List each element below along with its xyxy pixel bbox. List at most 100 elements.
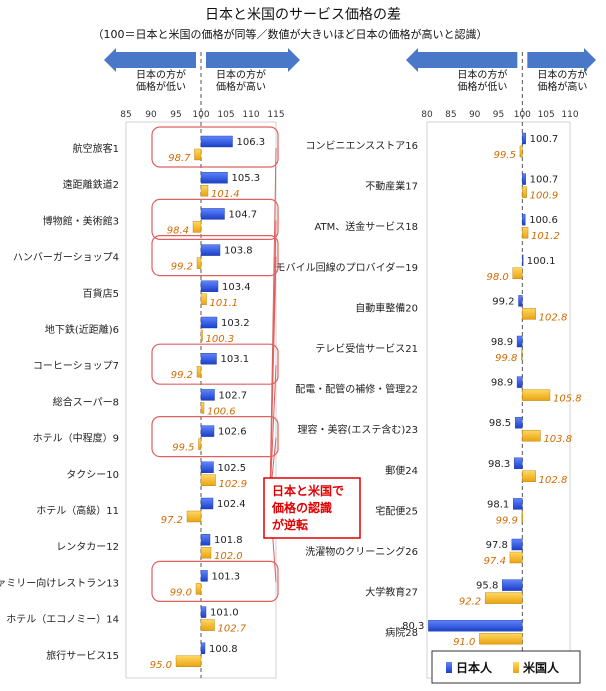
- highlight-box: [151, 343, 279, 385]
- bar-japan: [200, 497, 214, 510]
- bar-japan: [522, 254, 524, 267]
- highlight-box: [151, 235, 279, 277]
- right-arrow-label-line: 価格が高い: [216, 80, 266, 93]
- category-label: 旅行サービス15: [46, 649, 119, 662]
- bar-us: [200, 184, 209, 197]
- value-label-us: 102.8: [539, 312, 568, 323]
- x-tick-label: 95: [493, 110, 504, 120]
- category-label: 総合スーパー8: [53, 395, 119, 408]
- legend-label-us: 米国人: [523, 660, 560, 675]
- value-label-japan: 98.3: [488, 459, 510, 470]
- value-label-japan: 103.2: [221, 318, 250, 329]
- bar-us: [200, 474, 216, 486]
- category-label: 遠距離鉄道2: [63, 178, 119, 191]
- category-label: 洗濯物のクリーニング26: [305, 545, 418, 558]
- bar-japan: [200, 606, 207, 618]
- bar-us: [479, 633, 523, 645]
- bar-us: [521, 511, 523, 523]
- bar-japan: [200, 461, 214, 473]
- bar-japan: [516, 335, 523, 348]
- category-label: タクシー10: [66, 469, 119, 481]
- chart-subtitle: （100＝日本と米国の価格が同等／数値が大きいほど日本の価格が高いと認識）: [93, 27, 488, 41]
- category-label: 百貨店5: [83, 287, 119, 300]
- value-label-us: 99.9: [496, 515, 518, 526]
- bar-us: [196, 366, 202, 378]
- bar-us: [200, 547, 212, 559]
- value-label-japan: 100.7: [530, 175, 559, 186]
- category-label: テレビ受信サービス21: [315, 343, 418, 355]
- category-label: 配電・配管の補修・管理22: [295, 383, 418, 396]
- value-label-japan: 98.9: [491, 337, 513, 348]
- bar-us: [194, 148, 202, 161]
- value-label-japan: 98.5: [489, 418, 511, 429]
- category-label: 航空旅客1: [73, 142, 119, 155]
- highlight-box: [151, 126, 279, 168]
- category-label: 宅配便25: [375, 504, 418, 517]
- bar-japan: [522, 132, 526, 145]
- value-label-us: 92.2: [459, 597, 481, 608]
- category-label: コンビニエンスストア16: [305, 140, 418, 152]
- right-arrow: [206, 48, 300, 72]
- category-label: 博物館・美術館3: [43, 214, 119, 227]
- value-label-us: 100.3: [206, 334, 235, 345]
- bar-japan: [522, 173, 526, 185]
- value-label-us: 102.0: [214, 551, 243, 562]
- bar-japan: [200, 353, 217, 365]
- bar-us: [522, 389, 551, 401]
- value-label-us: 102.9: [219, 479, 248, 490]
- left-arrow-label: 日本の方が価格が低い: [136, 68, 186, 93]
- value-label-japan: 98.9: [491, 378, 513, 389]
- callout-box: [263, 477, 361, 539]
- bar-us: [519, 145, 523, 158]
- bar-us: [175, 655, 202, 667]
- bar-us: [196, 257, 202, 269]
- legend-box: [431, 650, 581, 684]
- bar-japan: [200, 642, 206, 654]
- callout-text: が逆転: [272, 517, 308, 532]
- category-label: 不動産業17: [365, 180, 418, 193]
- value-label-japan: 103.4: [222, 282, 251, 293]
- value-label-us: 102.8: [539, 475, 568, 486]
- category-label: 大学教育27: [365, 586, 418, 599]
- bar-japan: [200, 135, 233, 148]
- value-label-us: 101.4: [211, 189, 240, 200]
- bar-japan: [516, 376, 523, 388]
- value-label-us: 99.5: [172, 443, 194, 454]
- category-label: ファミリー向けレストラン13: [0, 576, 119, 589]
- legend-swatch-japan: [446, 662, 452, 673]
- bar-us: [512, 267, 523, 279]
- category-label: 地下鉄(近距離)6: [45, 323, 119, 336]
- bar-us: [522, 430, 541, 442]
- legend: 日本人米国人: [431, 650, 581, 684]
- value-label-us: 98.7: [168, 153, 191, 164]
- category-label: ハンバーガーショップ4: [13, 252, 119, 264]
- value-label-japan: 100.8: [209, 644, 238, 655]
- value-label-us: 100.6: [207, 406, 236, 417]
- category-label: モバイル回線のプロバイダー19: [276, 261, 418, 274]
- value-label-us: 99.5: [494, 150, 516, 161]
- right-arrow-label-line: 価格が高い: [537, 80, 587, 93]
- bar-japan: [200, 280, 219, 292]
- callout-connector: [269, 365, 277, 499]
- bar-us: [195, 583, 202, 595]
- bar-japan: [200, 316, 218, 329]
- highlight-box: [151, 560, 279, 603]
- value-label-us: 103.8: [543, 434, 572, 445]
- category-label: ATM、送金サービス18: [314, 220, 418, 233]
- right-arrow: [527, 48, 596, 72]
- x-tick-label: 105: [538, 110, 555, 120]
- x-tick-label: 95: [170, 110, 181, 120]
- value-label-us: 105.8: [553, 394, 582, 405]
- value-label-us: 101.1: [210, 298, 239, 309]
- value-label-japan: 100.7: [530, 134, 559, 145]
- x-tick-label: 105: [217, 110, 234, 120]
- bar-japan: [200, 389, 215, 401]
- bar-japan: [428, 620, 523, 632]
- left-arrow: [406, 48, 518, 72]
- left-arrow-label-line: 日本の方が: [457, 68, 507, 81]
- left-arrow: [104, 48, 196, 72]
- bar-us: [200, 293, 207, 305]
- category-label: レンタカー12: [56, 541, 119, 553]
